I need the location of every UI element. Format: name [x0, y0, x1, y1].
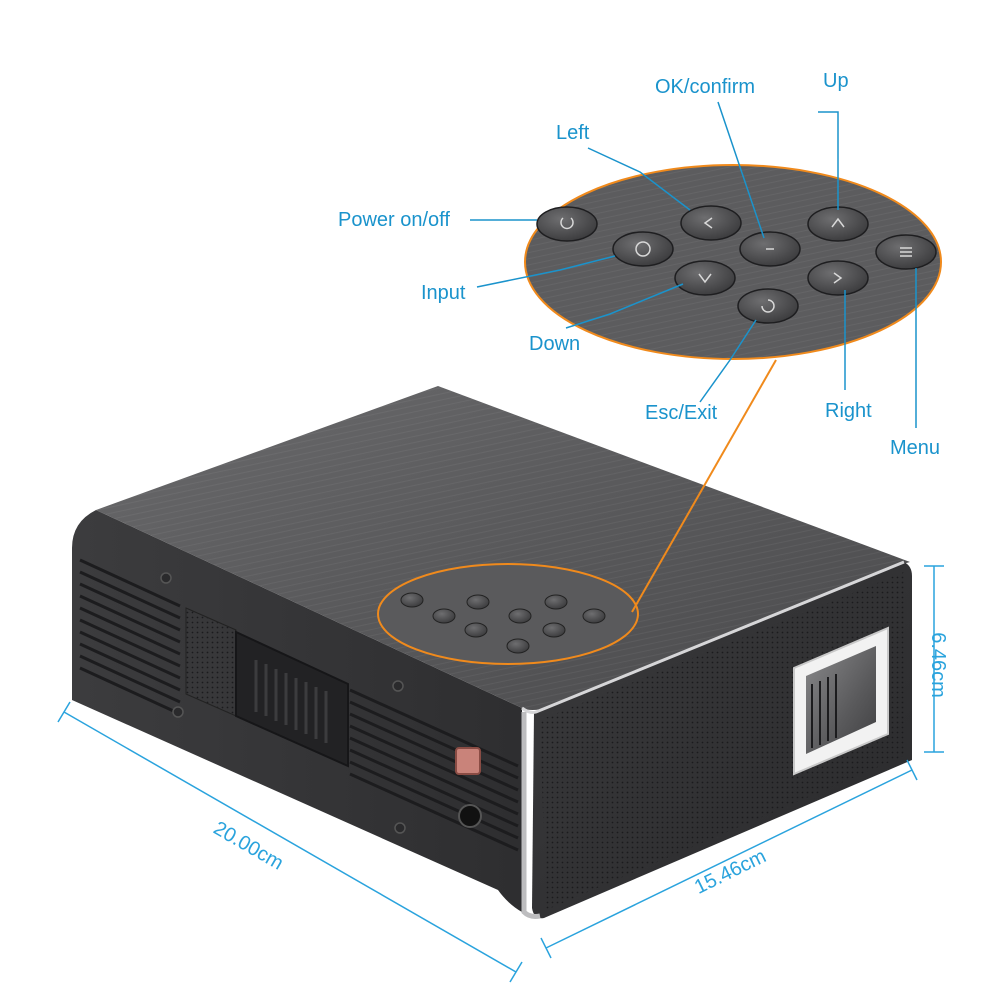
power-port[interactable]	[458, 804, 482, 828]
up-button[interactable]	[807, 206, 869, 242]
down-arrow-icon	[698, 273, 712, 284]
down-button[interactable]	[674, 260, 736, 296]
back-icon	[761, 299, 775, 313]
left-arrow-icon	[703, 217, 713, 229]
label-input: Input	[421, 282, 466, 304]
right-button[interactable]	[807, 260, 869, 296]
label-power: Power on/off	[338, 209, 450, 231]
keypad-small	[377, 563, 639, 665]
label-down: Down	[529, 333, 581, 355]
input-button[interactable]	[612, 231, 674, 267]
keypad-magnified	[470, 101, 942, 428]
right-arrow-icon	[833, 272, 843, 284]
label-up: Up	[823, 70, 849, 92]
label-esc: Esc/Exit	[645, 402, 718, 424]
label-right: Right	[825, 400, 872, 422]
esc-button[interactable]	[737, 288, 799, 324]
callout-line	[631, 359, 777, 613]
dimension-lines	[57, 565, 944, 983]
focus-slider[interactable]	[235, 630, 349, 768]
menu-icon	[900, 247, 912, 257]
power-button[interactable]	[536, 206, 598, 242]
ir-receiver	[455, 747, 481, 775]
up-arrow-icon	[831, 217, 845, 228]
side-vents	[79, 558, 519, 852]
label-ok: OK/confirm	[655, 76, 756, 98]
projector-body	[72, 386, 912, 919]
input-icon	[635, 241, 651, 257]
label-left: Left	[556, 122, 590, 144]
left-button[interactable]	[680, 205, 742, 241]
label-menu: Menu	[890, 437, 941, 459]
power-icon	[560, 217, 574, 230]
screws	[160, 572, 406, 834]
dimension-height: 6.46cm	[926, 632, 949, 698]
